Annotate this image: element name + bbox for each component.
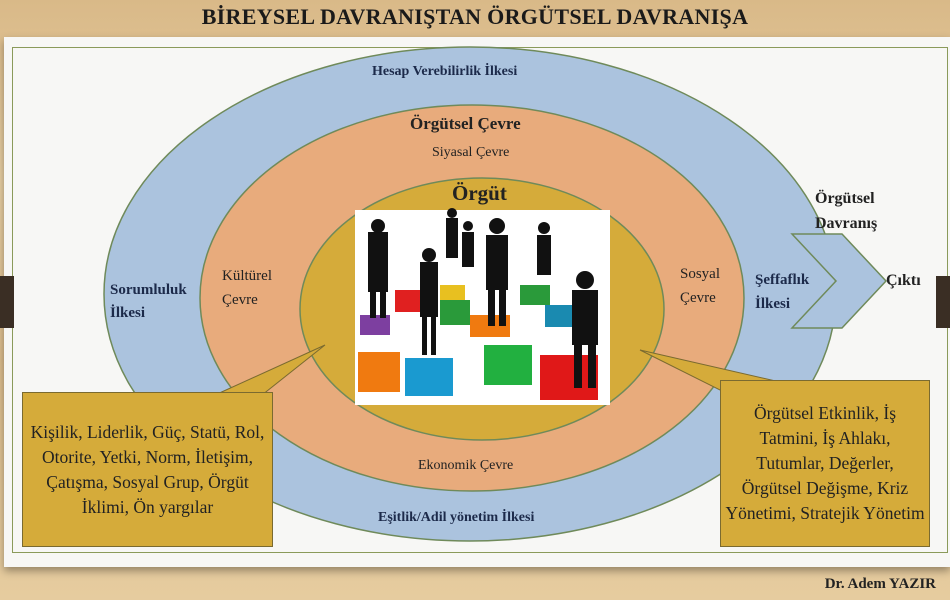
middle-left-label-2: Çevre (222, 292, 258, 308)
right-callout-box: Örgütsel Etkinlik, İş Tatmini, İş Ahlakı… (720, 380, 930, 547)
output-chevron (790, 233, 888, 329)
outer-top-label: Hesap Verebilirlik İlkesi (372, 64, 518, 79)
author-label: Dr. Adem YAZIR (824, 576, 936, 592)
outer-bottom-label: Eşitlik/Adil yönetim İlkesi (378, 510, 535, 525)
outer-right-label-1: Şeffaflık (755, 272, 810, 288)
middle-bottom-label: Ekonomik Çevre (418, 458, 514, 473)
output-label-1: Örgütsel (815, 190, 875, 207)
output-target-label: Çıktı (886, 272, 921, 289)
middle-right-label-2: Çevre (680, 290, 716, 306)
middle-top-label: Siyasal Çevre (432, 145, 510, 160)
right-nav-tab[interactable] (936, 276, 950, 328)
outer-right-label-2: İlkesi (755, 296, 791, 312)
left-callout-box: Kişilik, Liderlik, Güç, Statü, Rol, Otor… (22, 392, 273, 547)
output-label-2: Davranış (815, 215, 878, 232)
middle-right-label-1: Sosyal (680, 266, 721, 282)
outer-left-label-2: İlkesi (110, 305, 146, 321)
slide-title: BİREYSEL DAVRANIŞTAN ÖRGÜTSEL DAVRANIŞA (201, 4, 749, 29)
outer-left-label-1: Sorumluluk (110, 282, 187, 298)
left-nav-tab[interactable] (0, 276, 14, 328)
middle-left-label-1: Kültürel (222, 268, 272, 284)
inner-title-label: Örgüt (452, 181, 507, 205)
organization-people-image (355, 208, 610, 405)
middle-title-label: Örgütsel Çevre (410, 114, 521, 133)
